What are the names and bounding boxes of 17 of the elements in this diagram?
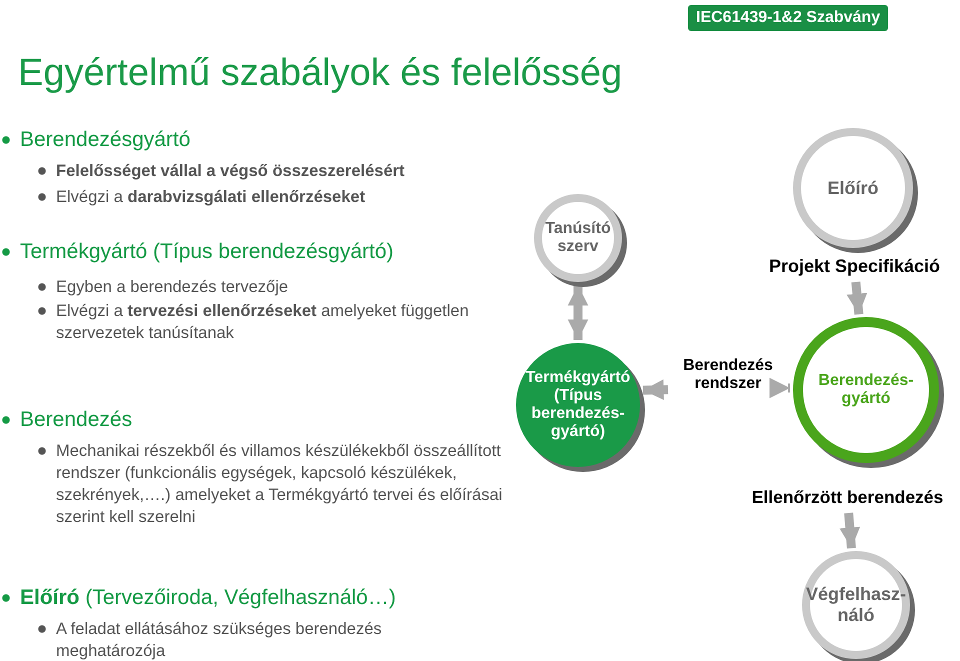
arrow (769, 378, 790, 398)
node-label: Előíró (826, 178, 880, 198)
flow-label: Ellenőrzött berendezés (735, 487, 960, 508)
node-label: Termékgyártó (Típus berendezés-gyártó) (524, 369, 632, 441)
arrow (568, 285, 588, 340)
arrow (846, 282, 868, 315)
standard-badge: IEC61439-1&2 Szabvány (688, 5, 888, 31)
arrow (642, 379, 668, 400)
flow-label: Projekt Specifikáció (752, 256, 957, 277)
node-label: Végfelhasz-náló (806, 584, 906, 626)
node-label: Tanúsító szerv (544, 220, 612, 256)
bullet-heading: Berendezésgyártó (2, 128, 190, 152)
bullet-heading: Termékgyártó (Típus berendezésgyártó) (2, 240, 394, 264)
flow-label: Berendezés rendszer (672, 357, 784, 393)
slide-title: Egyértelmű szabályok és felelősség (18, 52, 622, 95)
bullet-heading: Előíró (Tervezőiroda, Végfelhasználó…) (2, 586, 396, 610)
node-label: Berendezés-gyártó (817, 372, 915, 408)
